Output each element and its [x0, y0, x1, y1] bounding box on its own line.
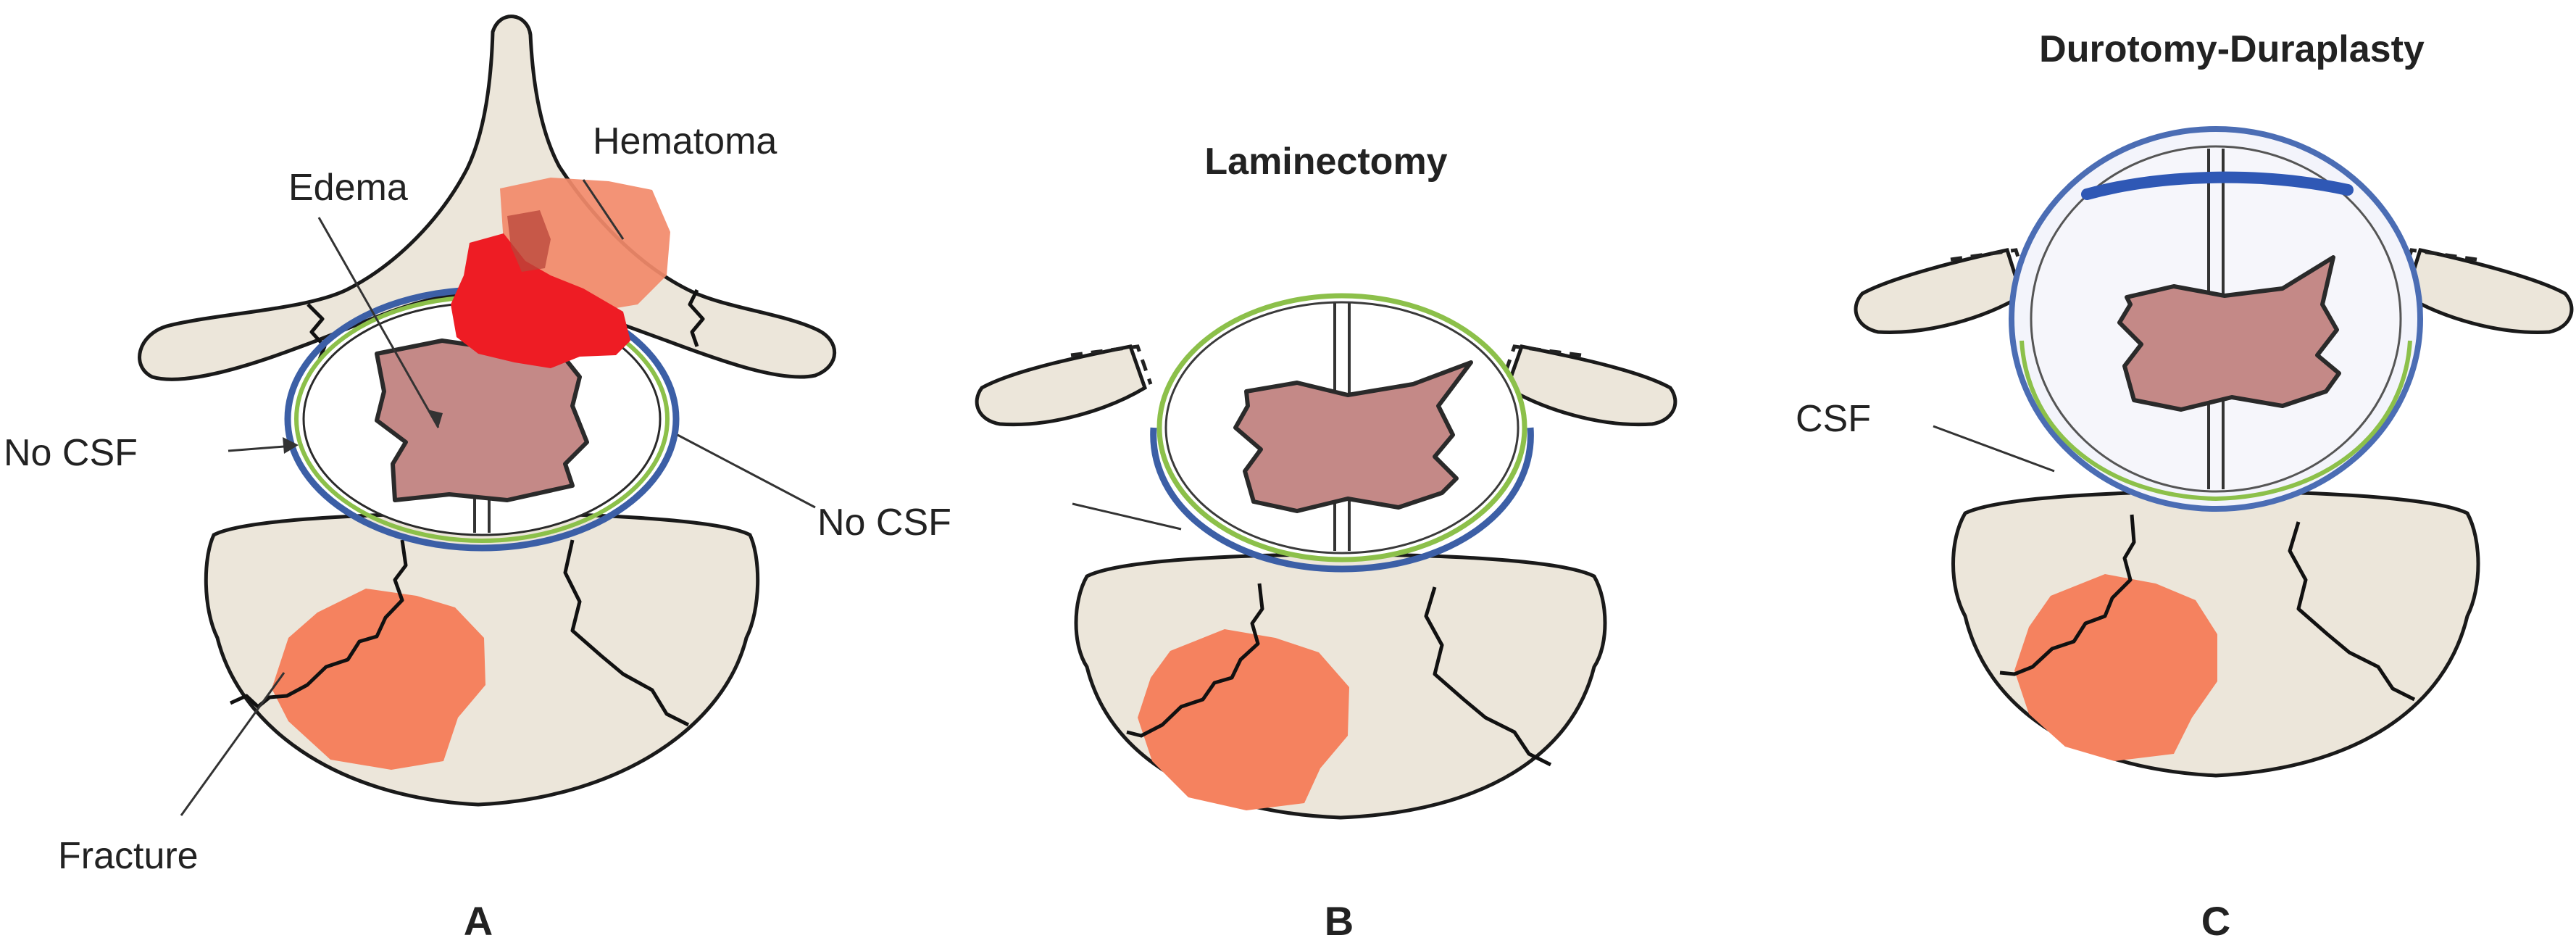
fracture-line-a2 — [563, 539, 690, 727]
no-csf-left-leader — [228, 444, 294, 452]
lamina-stump-left-b — [975, 344, 1148, 427]
lamina-stump-left-c — [1854, 248, 2024, 334]
fracture-line-c1 — [1999, 514, 2136, 676]
edema-leader — [317, 217, 440, 428]
no-csf-left-arrowhead — [283, 437, 299, 454]
csf-leader-c — [1933, 425, 2055, 473]
duraplasty-patch — [2081, 171, 2354, 200]
edema-c — [2117, 255, 2341, 412]
panel-b: Laminectomy B — [975, 141, 1677, 944]
panel-letter-b: B — [1325, 898, 1354, 944]
lamina-cut-left-c — [1950, 248, 2031, 292]
lamina-cut-left-b — [1070, 344, 1153, 385]
label-edema: Edema — [288, 167, 408, 209]
csf-leader-b — [1072, 502, 1182, 531]
label-csf: CSF — [1796, 398, 1871, 440]
panel-c: Durotomy-Duraplasty CSF C — [1796, 28, 2574, 944]
lamina-fracture-right-a — [688, 288, 705, 347]
label-hematoma: Hematoma — [593, 120, 777, 162]
fracture-line-b1 — [1126, 583, 1264, 738]
edema-arrowhead — [428, 410, 443, 428]
posterior-arch-a — [138, 14, 837, 381]
lamina-stump-right-b — [1504, 344, 1677, 427]
fracture-bruise-a — [272, 589, 485, 770]
lamina-cut-right-c — [2396, 248, 2477, 292]
edema-b — [1233, 360, 1473, 513]
title-laminectomy: Laminectomy — [1204, 141, 1447, 183]
fracture-bruise-b — [1138, 629, 1349, 810]
panel-a: Edema Hematoma No CSF No CSF Fracture A — [4, 14, 951, 944]
dura-green-c — [2019, 340, 2412, 502]
median-septum-a — [473, 497, 491, 533]
panel-letter-a: A — [464, 898, 493, 944]
no-csf-right-leader — [677, 433, 816, 509]
label-no-csf-left: No CSF — [4, 432, 138, 474]
lamina-fracture-left-a — [307, 303, 327, 362]
lamina-cut-right-b — [1499, 344, 1582, 385]
hematoma-overlap-a — [507, 210, 551, 272]
lamina-stump-right-c — [2404, 248, 2574, 334]
fracture-line-b2 — [1424, 586, 1552, 767]
fracture-line-c2 — [2288, 521, 2416, 702]
label-no-csf-right: No CSF — [817, 502, 951, 544]
fracture-bruise-c — [2014, 574, 2217, 761]
dura-outer-b — [1150, 427, 1534, 573]
label-fracture: Fracture — [58, 835, 199, 877]
hematoma-dark-a — [451, 233, 630, 368]
hematoma-leader — [582, 179, 625, 240]
fracture-leader — [180, 672, 285, 816]
title-durotomy-duraplasty: Durotomy-Duraplasty — [2039, 28, 2425, 70]
panel-letter-c: C — [2201, 898, 2230, 944]
